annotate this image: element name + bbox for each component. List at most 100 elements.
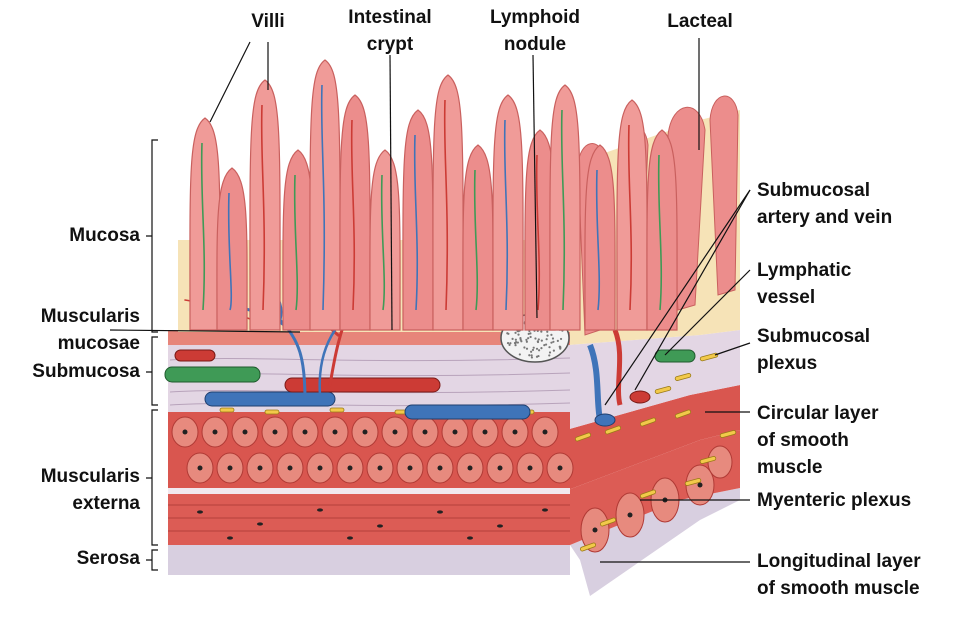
submucosal-vein-1 xyxy=(205,392,335,406)
nodule-cell xyxy=(559,348,561,350)
label-lymphoid-nodule-line-2: nodule xyxy=(470,31,600,58)
label-intestinal-crypt-line-2: crypt xyxy=(330,31,450,58)
muscle-cell-nucleus xyxy=(288,466,293,471)
nodule-cell xyxy=(534,337,536,339)
bracket-muscularis-externa xyxy=(146,410,158,545)
muscle-cell-nucleus xyxy=(498,466,503,471)
label-submucosal-av-line-1: Submucosal xyxy=(757,177,892,204)
serosa-layer xyxy=(168,545,570,575)
label-muscularis-mucosae-line-1: Muscularis xyxy=(0,303,140,330)
submucosal-artery xyxy=(285,378,440,392)
bracket-submucosa xyxy=(146,337,158,405)
nodule-cell xyxy=(549,351,551,353)
bracket-mucosa xyxy=(146,140,158,332)
villus xyxy=(433,75,463,330)
nodule-cell xyxy=(530,351,532,353)
nodule-cell xyxy=(532,349,534,351)
nodule-cell xyxy=(517,334,519,336)
label-villi: Villi xyxy=(238,8,298,35)
label-lymphoid-nodule: Lymphoid nodule xyxy=(470,4,600,58)
nodule-cell xyxy=(507,342,509,344)
label-myenteric-plexus: Myenteric plexus xyxy=(757,487,911,514)
label-lymphatic-vessel: Lymphatic vessel xyxy=(757,257,851,311)
nodule-cell xyxy=(543,344,545,346)
nodule-cell xyxy=(523,346,525,348)
label-longitudinal-layer-line-1: Longitudinal layer xyxy=(757,548,921,575)
nodule-cell xyxy=(548,354,550,356)
villus xyxy=(493,95,523,330)
label-muscularis-mucosae: Muscularis mucosae xyxy=(0,303,140,357)
label-submucosal-plexus: Submucosal plexus xyxy=(757,323,870,377)
muscle-cell-nucleus xyxy=(543,430,548,435)
nodule-cell xyxy=(559,346,561,348)
submucosal-artery-small xyxy=(175,350,215,361)
nodule-cell xyxy=(538,349,540,351)
label-muscularis-externa-line-2: externa xyxy=(0,490,140,517)
label-muscularis-externa-line-1: Muscularis xyxy=(0,463,140,490)
nodule-cell xyxy=(531,354,533,356)
label-serosa: Serosa xyxy=(0,545,140,572)
label-intestinal-crypt: Intestinal crypt xyxy=(330,4,450,58)
nodule-cell xyxy=(509,342,511,344)
muscle-cell-nucleus xyxy=(183,430,188,435)
nodule-cell xyxy=(548,346,550,348)
villus xyxy=(370,150,400,330)
muscle-cell-nucleus xyxy=(483,430,488,435)
label-lacteal: Lacteal xyxy=(655,8,745,35)
label-circular-layer-line-2: of smooth xyxy=(757,427,878,454)
muscle-cell-nucleus xyxy=(438,466,443,471)
label-longitudinal-layer-line-2: of smooth muscle xyxy=(757,575,921,602)
nodule-cell xyxy=(515,339,517,341)
label-circular-layer-line-1: Circular layer xyxy=(757,400,878,427)
nodule-cell xyxy=(520,339,522,341)
villus xyxy=(585,145,615,330)
nodule-cell xyxy=(537,340,539,342)
muscle-cell-nucleus xyxy=(453,430,458,435)
label-myenteric-plexus-text: Myenteric plexus xyxy=(757,487,911,514)
muscle-cell-nucleus xyxy=(303,430,308,435)
nodule-cell xyxy=(553,350,555,352)
muscle-cell-nucleus xyxy=(273,430,278,435)
nodule-cell xyxy=(527,337,529,339)
nodule-cell xyxy=(531,356,533,358)
muscle-cell-nucleus xyxy=(513,430,518,435)
muscle-cell-nucleus xyxy=(378,466,383,471)
nodule-cell xyxy=(546,335,548,337)
villus xyxy=(403,110,433,330)
nodule-cell xyxy=(557,340,559,342)
nodule-cell xyxy=(552,337,554,339)
label-villi-text: Villi xyxy=(238,8,298,35)
villus xyxy=(617,100,647,330)
muscle-cell-nucleus xyxy=(558,466,563,471)
muscle-cell-nucleus xyxy=(393,430,398,435)
nodule-cell xyxy=(517,341,519,343)
side-artery-cut xyxy=(630,391,650,403)
nodule-cell xyxy=(519,353,521,355)
label-lymphatic-vessel-line-1: Lymphatic xyxy=(757,257,851,284)
villus xyxy=(463,145,493,330)
nodule-cell xyxy=(533,347,535,349)
side-vein-cut xyxy=(595,414,615,426)
label-submucosa-text: Submucosa xyxy=(0,358,140,385)
nodule-cell xyxy=(538,338,540,340)
label-lymphoid-nodule-line-1: Lymphoid xyxy=(470,4,600,31)
villus xyxy=(647,130,677,330)
muscle-cell-nucleus xyxy=(348,466,353,471)
muscle-cell-nucleus xyxy=(333,430,338,435)
muscle-cell-nucleus xyxy=(318,466,323,471)
muscle-cell-nucleus xyxy=(468,466,473,471)
muscle-cell-nucleus xyxy=(243,430,248,435)
muscle-cell-nucleus xyxy=(198,466,203,471)
label-submucosal-plexus-line-1: Submucosal xyxy=(757,323,870,350)
villus xyxy=(550,85,580,330)
nodule-cell xyxy=(526,341,528,343)
villus xyxy=(190,118,220,330)
nodule-cell xyxy=(514,332,516,334)
nodule-cell xyxy=(560,338,562,340)
label-intestinal-crypt-line-1: Intestinal xyxy=(330,4,450,31)
side-lymph-vessel xyxy=(655,350,695,362)
nodule-cell xyxy=(541,340,543,342)
nodule-cell xyxy=(536,348,538,350)
villus xyxy=(250,80,280,330)
